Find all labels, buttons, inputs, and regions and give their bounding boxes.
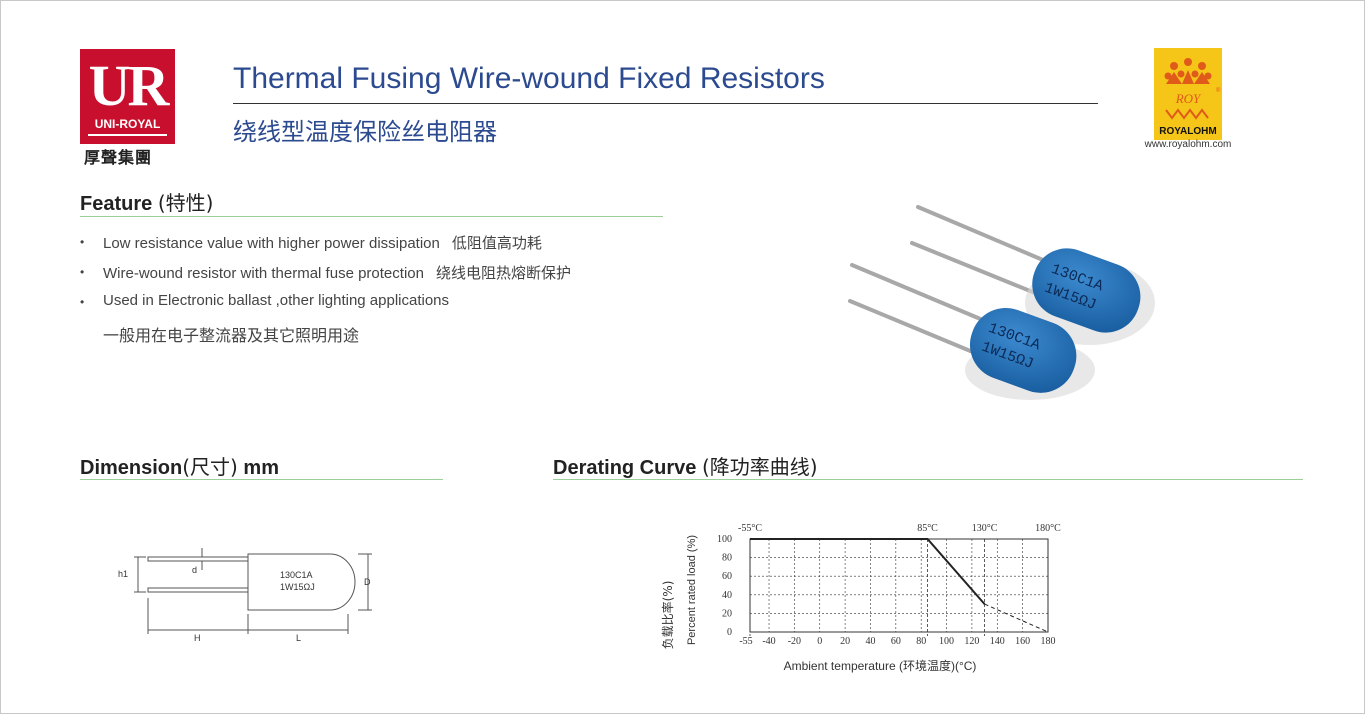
title-divider xyxy=(233,103,1098,104)
feature-text-cn: 低阻值高功耗 xyxy=(451,234,542,252)
dimension-heading-cn: (尺寸) xyxy=(182,455,238,479)
logo-chinese-name: 厚聲集團 xyxy=(84,148,153,167)
x-tick-label: 60 xyxy=(891,636,901,647)
dimension-heading: Dimension(尺寸) mm xyxy=(80,451,279,480)
derating-chart: -55 -40 -20 0 20 40 60 80 100 120 140 160 180 0 20 40 60… xyxy=(655,515,1061,685)
x-tick-label: 180 xyxy=(1041,636,1056,647)
derating-chart-svg: -55 -40 -20 0 20 40 60 80 100 120 140 160 180 0 20 40 60… xyxy=(660,523,1061,673)
logo-brand: ROYALOHM xyxy=(1159,126,1217,137)
top-label: 85°C xyxy=(917,523,938,534)
derating-heading-cn: (降功率曲线) xyxy=(701,455,818,479)
x-tick-label: -40 xyxy=(762,636,775,647)
series-line xyxy=(984,603,1049,633)
ylabel-cn: 负载比率(%) xyxy=(660,581,675,650)
derating-heading-en: Derating Curve xyxy=(553,457,697,479)
dimension-drawing: h1 d D H L 130C1A 1W15ΩJ xyxy=(110,540,390,655)
dimension-unit: mm xyxy=(243,457,279,479)
y-tick-label: 80 xyxy=(722,553,732,564)
x-tick-label: 100 xyxy=(939,636,954,647)
feature-text: Low resistance value with higher power d… xyxy=(103,235,440,252)
page-title-chinese: 绕线型温度保险丝电阻器 xyxy=(233,118,497,146)
dim-body-text-2: 1W15ΩJ xyxy=(280,582,315,592)
svg-text:®: ® xyxy=(1216,87,1221,94)
x-tick-label: 140 xyxy=(990,636,1005,647)
dim-label-h1: h1 xyxy=(118,569,128,579)
plot-frame xyxy=(749,538,1049,633)
dim-label-d: d xyxy=(192,565,197,575)
feature-heading: Feature (特性) xyxy=(80,187,213,216)
bullet-icon: • xyxy=(80,235,85,249)
feature-heading-en: Feature xyxy=(80,193,153,215)
top-label: 130°C xyxy=(972,523,998,534)
x-tick-label: 40 xyxy=(865,636,875,647)
feature-divider xyxy=(80,216,663,217)
dim-label-L: L xyxy=(296,633,301,643)
x-tick-label: 0 xyxy=(817,636,822,647)
series-line xyxy=(750,538,986,605)
bullet-icon: • xyxy=(80,295,85,309)
feature-text: Used in Electronic ballast ,other lighti… xyxy=(103,292,450,309)
top-label: -55°C xyxy=(738,523,762,534)
x-tick-label: -20 xyxy=(788,636,801,647)
ylabel: Percent rated load (%) xyxy=(686,535,698,645)
dim-body-text-1: 130C1A xyxy=(280,570,313,580)
uni-royal-logo: UR UNI-ROYAL xyxy=(80,49,175,144)
dim-label-H: H xyxy=(194,633,201,643)
y-tick-label: 20 xyxy=(722,608,732,619)
dim-label-D: D xyxy=(364,577,371,587)
x-tick-label: 20 xyxy=(840,636,850,647)
feature-text-cn: 绕线电阻热熔断保护 xyxy=(435,264,571,282)
product-photo: 130C1A 1W15ΩJ 130C1A 1W15ΩJ xyxy=(840,195,1160,410)
logo-roy-text: ROY xyxy=(1175,91,1202,106)
x-tick-label: 80 xyxy=(916,636,926,647)
logo-mark: UR xyxy=(88,53,170,118)
feature-heading-cn: (特性) xyxy=(157,191,214,215)
logo-divider xyxy=(88,134,167,136)
derating-heading: Derating Curve (降功率曲线) xyxy=(553,451,818,480)
dimension-divider xyxy=(80,479,443,480)
y-tick-label: 40 xyxy=(722,590,732,601)
page-title: Thermal Fusing Wire-wound Fixed Resistor… xyxy=(233,62,825,95)
feature-text: Wire-wound resistor with thermal fuse pr… xyxy=(103,265,424,282)
derating-divider xyxy=(553,479,1303,480)
y-tick-label: 60 xyxy=(722,571,732,582)
x-tick-label: 120 xyxy=(964,636,979,647)
y-tick-label: 0 xyxy=(727,627,732,638)
logo-url: www.royalohm.com xyxy=(1144,139,1232,150)
x-tick-label: -55 xyxy=(739,636,752,647)
x-tick-label: 160 xyxy=(1015,636,1030,647)
y-tick-label: 100 xyxy=(717,534,732,545)
dimension-heading-en: Dimension xyxy=(80,457,183,479)
logo-name: UNI-ROYAL xyxy=(94,117,161,131)
xlabel: Ambient temperature (环境温度)(°C) xyxy=(784,658,977,673)
bullet-icon: • xyxy=(80,265,85,279)
royalohm-logo: ROY ® xyxy=(1154,48,1222,140)
feature-text-cn-extra: 一般用在电子整流器及其它照明用途 xyxy=(103,326,360,345)
top-label: 180°C xyxy=(1035,523,1061,534)
